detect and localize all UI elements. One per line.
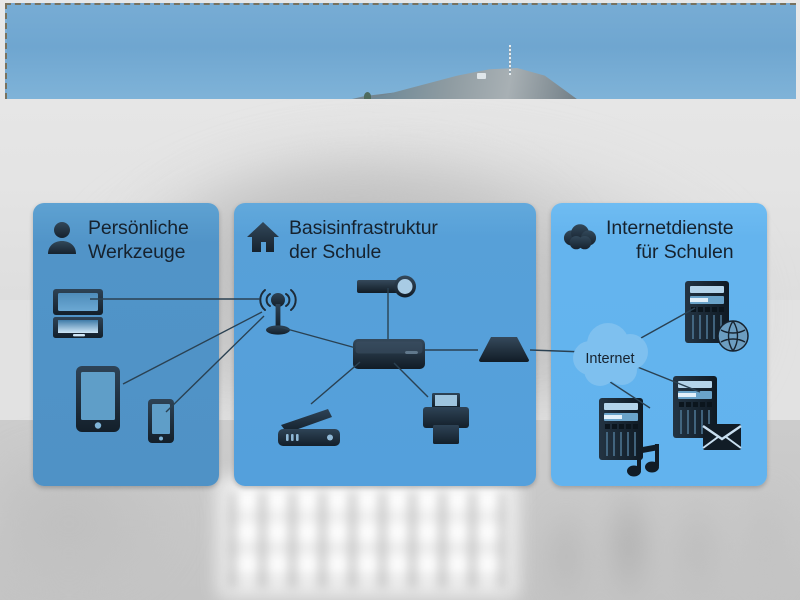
panel-internet-header: Internetdienste für Schulen: [563, 216, 757, 264]
header-summit-hut: [477, 73, 486, 79]
header-tree: [364, 92, 371, 99]
laptop-icon[interactable]: [51, 288, 107, 347]
panel-internet-services[interactable]: Internetdienste für Schulen: [551, 203, 767, 486]
server-mail-icon[interactable]: [671, 376, 743, 459]
projector-icon[interactable]: [357, 275, 421, 304]
cloud-icon: [563, 217, 597, 257]
smartphone-icon[interactable]: [148, 399, 174, 448]
panel-infrastructure-header: Basisinfrastruktur der Schule: [246, 216, 526, 264]
panel-personal-header: Persönliche Werkzeuge: [45, 216, 209, 264]
background-building-windows: [228, 492, 506, 588]
panel-personal-tools[interactable]: Persönliche Werkzeuge: [33, 203, 219, 486]
wifi-access-point-icon[interactable]: [247, 288, 309, 343]
panel-internet-title: Internetdienste für Schulen: [606, 217, 734, 263]
person-icon: [45, 217, 79, 257]
header-sky: [7, 5, 796, 99]
panel-infrastructure-title: Basisinfrastruktur der Schule: [289, 217, 438, 263]
server-web-icon[interactable]: [683, 281, 749, 358]
scanner-icon[interactable]: [278, 403, 340, 452]
header-antenna-tower-icon: [509, 45, 511, 75]
printer-icon[interactable]: [423, 393, 469, 450]
network-switch-icon[interactable]: [353, 339, 425, 374]
header-photo-band: [5, 3, 796, 99]
panel-school-infrastructure[interactable]: Basisinfrastruktur der Schule: [234, 203, 536, 486]
server-media-icon[interactable]: [597, 398, 665, 483]
firewall-gateway-icon[interactable]: [478, 336, 530, 367]
tablet-icon[interactable]: [76, 366, 120, 437]
house-icon: [246, 217, 280, 257]
panel-personal-title: Persönliche Werkzeuge: [88, 217, 189, 263]
